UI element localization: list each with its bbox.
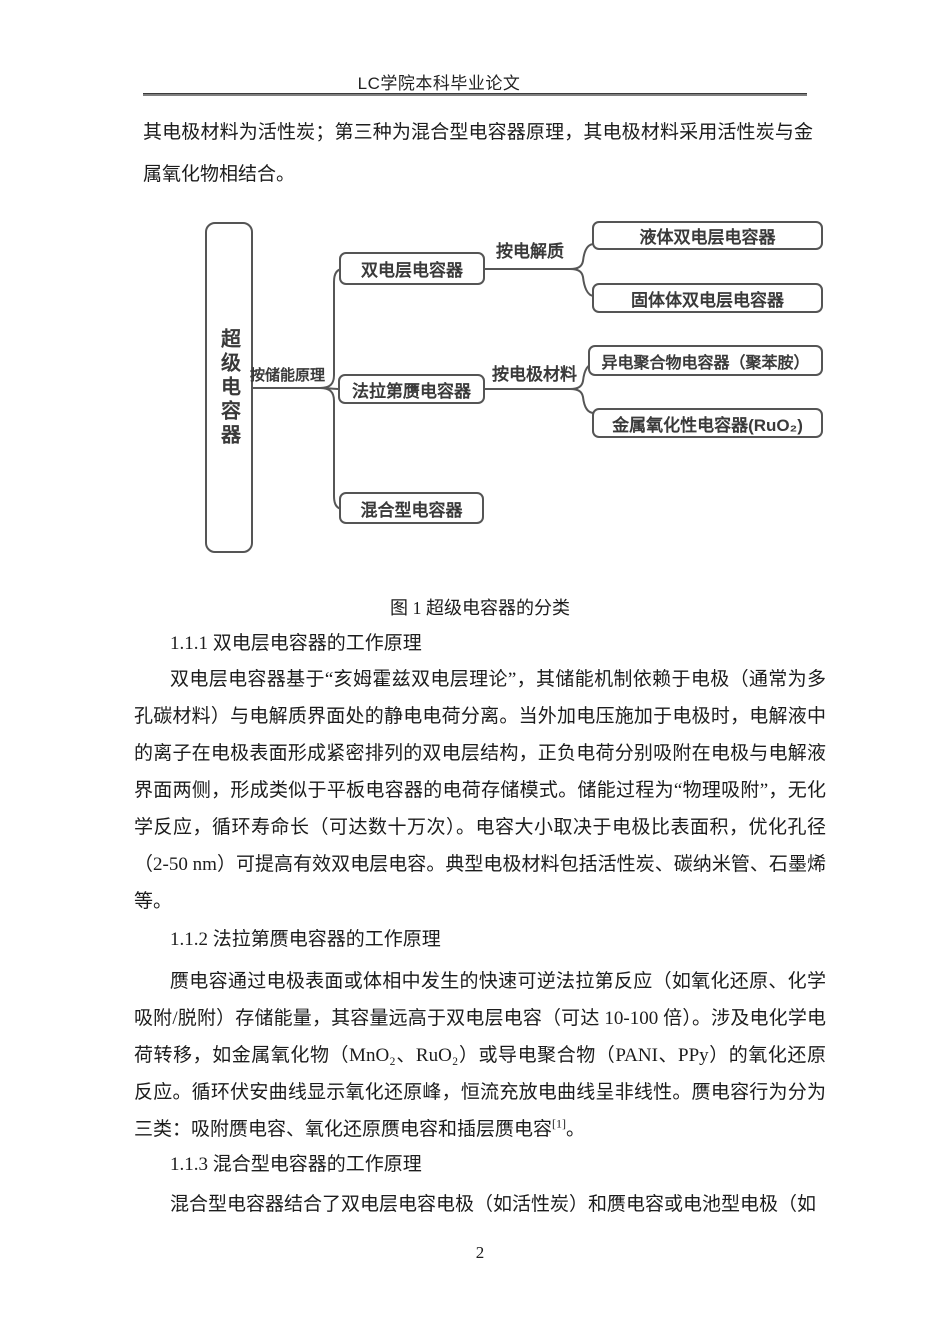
branch-label-electrode: 按电极材料 <box>492 365 577 384</box>
level3-box-polymer: 异电聚合物电容器（聚苯胺） <box>588 345 823 376</box>
section-body-112: 赝电容通过电极表面或体相中发生的快速可逆法拉第反应（如氧化还原、化学吸附/脱附）… <box>134 963 826 1148</box>
section-body-112-end: 。 <box>566 1119 586 1140</box>
branch-storage-up <box>319 268 344 389</box>
branch-electrolyte-up <box>569 243 595 270</box>
connector-lines <box>252 243 595 510</box>
figure-caption: 图 1 超级电容器的分类 <box>390 598 570 618</box>
level3-box-solid-edlc: 固体体双电层电容器 <box>592 283 823 313</box>
diagram-root-box: 超级电容器 <box>205 222 253 553</box>
header-title: LC学院本科毕业论文 <box>357 74 521 93</box>
branch-label-storage: 按储能原理 <box>250 367 326 384</box>
header-rule <box>143 93 807 96</box>
section-heading-112: 1.1.2 法拉第赝电容器的工作原理 <box>170 929 441 950</box>
section-heading-111: 1.1.1 双电层电容器的工作原理 <box>170 633 422 654</box>
branch-electrolyte-down <box>569 268 595 297</box>
level2-box-hybrid: 混合型电容器 <box>339 492 484 524</box>
branch-electrode-down <box>569 388 595 414</box>
section-heading-113: 1.1.3 混合型电容器的工作原理 <box>170 1154 422 1175</box>
level2-box-faradaic: 法拉第赝电容器 <box>338 374 485 404</box>
intro-paragraph: 其电极材料为活性炭；第三种为混合型电容器原理，其电极材料采用活性炭与金属氧化物相… <box>143 122 813 185</box>
section-body-112-text: 赝电容通过电极表面或体相中发生的快速可逆法拉第反应（如氧化还原、化学吸附/脱附）… <box>134 971 826 1140</box>
level2-box-edlc: 双电层电容器 <box>339 252 485 285</box>
citation-ref: [1] <box>552 1116 567 1131</box>
level3-box-metal-oxide: 金属氧化性电容器(RuO₂) <box>592 408 823 438</box>
branch-storage-down <box>319 387 344 510</box>
page-number: 2 <box>475 1243 485 1262</box>
section-body-113: 混合型电容器结合了双电层电容电极（如活性炭）和赝电容或电池型电极（如 <box>170 1194 817 1215</box>
figure-diagram: 超级电容器 按储能原理 按电解质 按电极材料 双电层电容器 法拉第赝电容器 混合… <box>150 215 850 560</box>
diagram-root-label: 超级电容器 <box>217 327 240 448</box>
level3-box-liquid-edlc: 液体双电层电容器 <box>592 221 823 250</box>
branch-label-electrolyte: 按电解质 <box>496 242 564 261</box>
section-body-111: 双电层电容器基于“亥姆霍兹双电层理论”，其储能机制依赖于电极（通常为多孔碳材料）… <box>134 669 826 912</box>
